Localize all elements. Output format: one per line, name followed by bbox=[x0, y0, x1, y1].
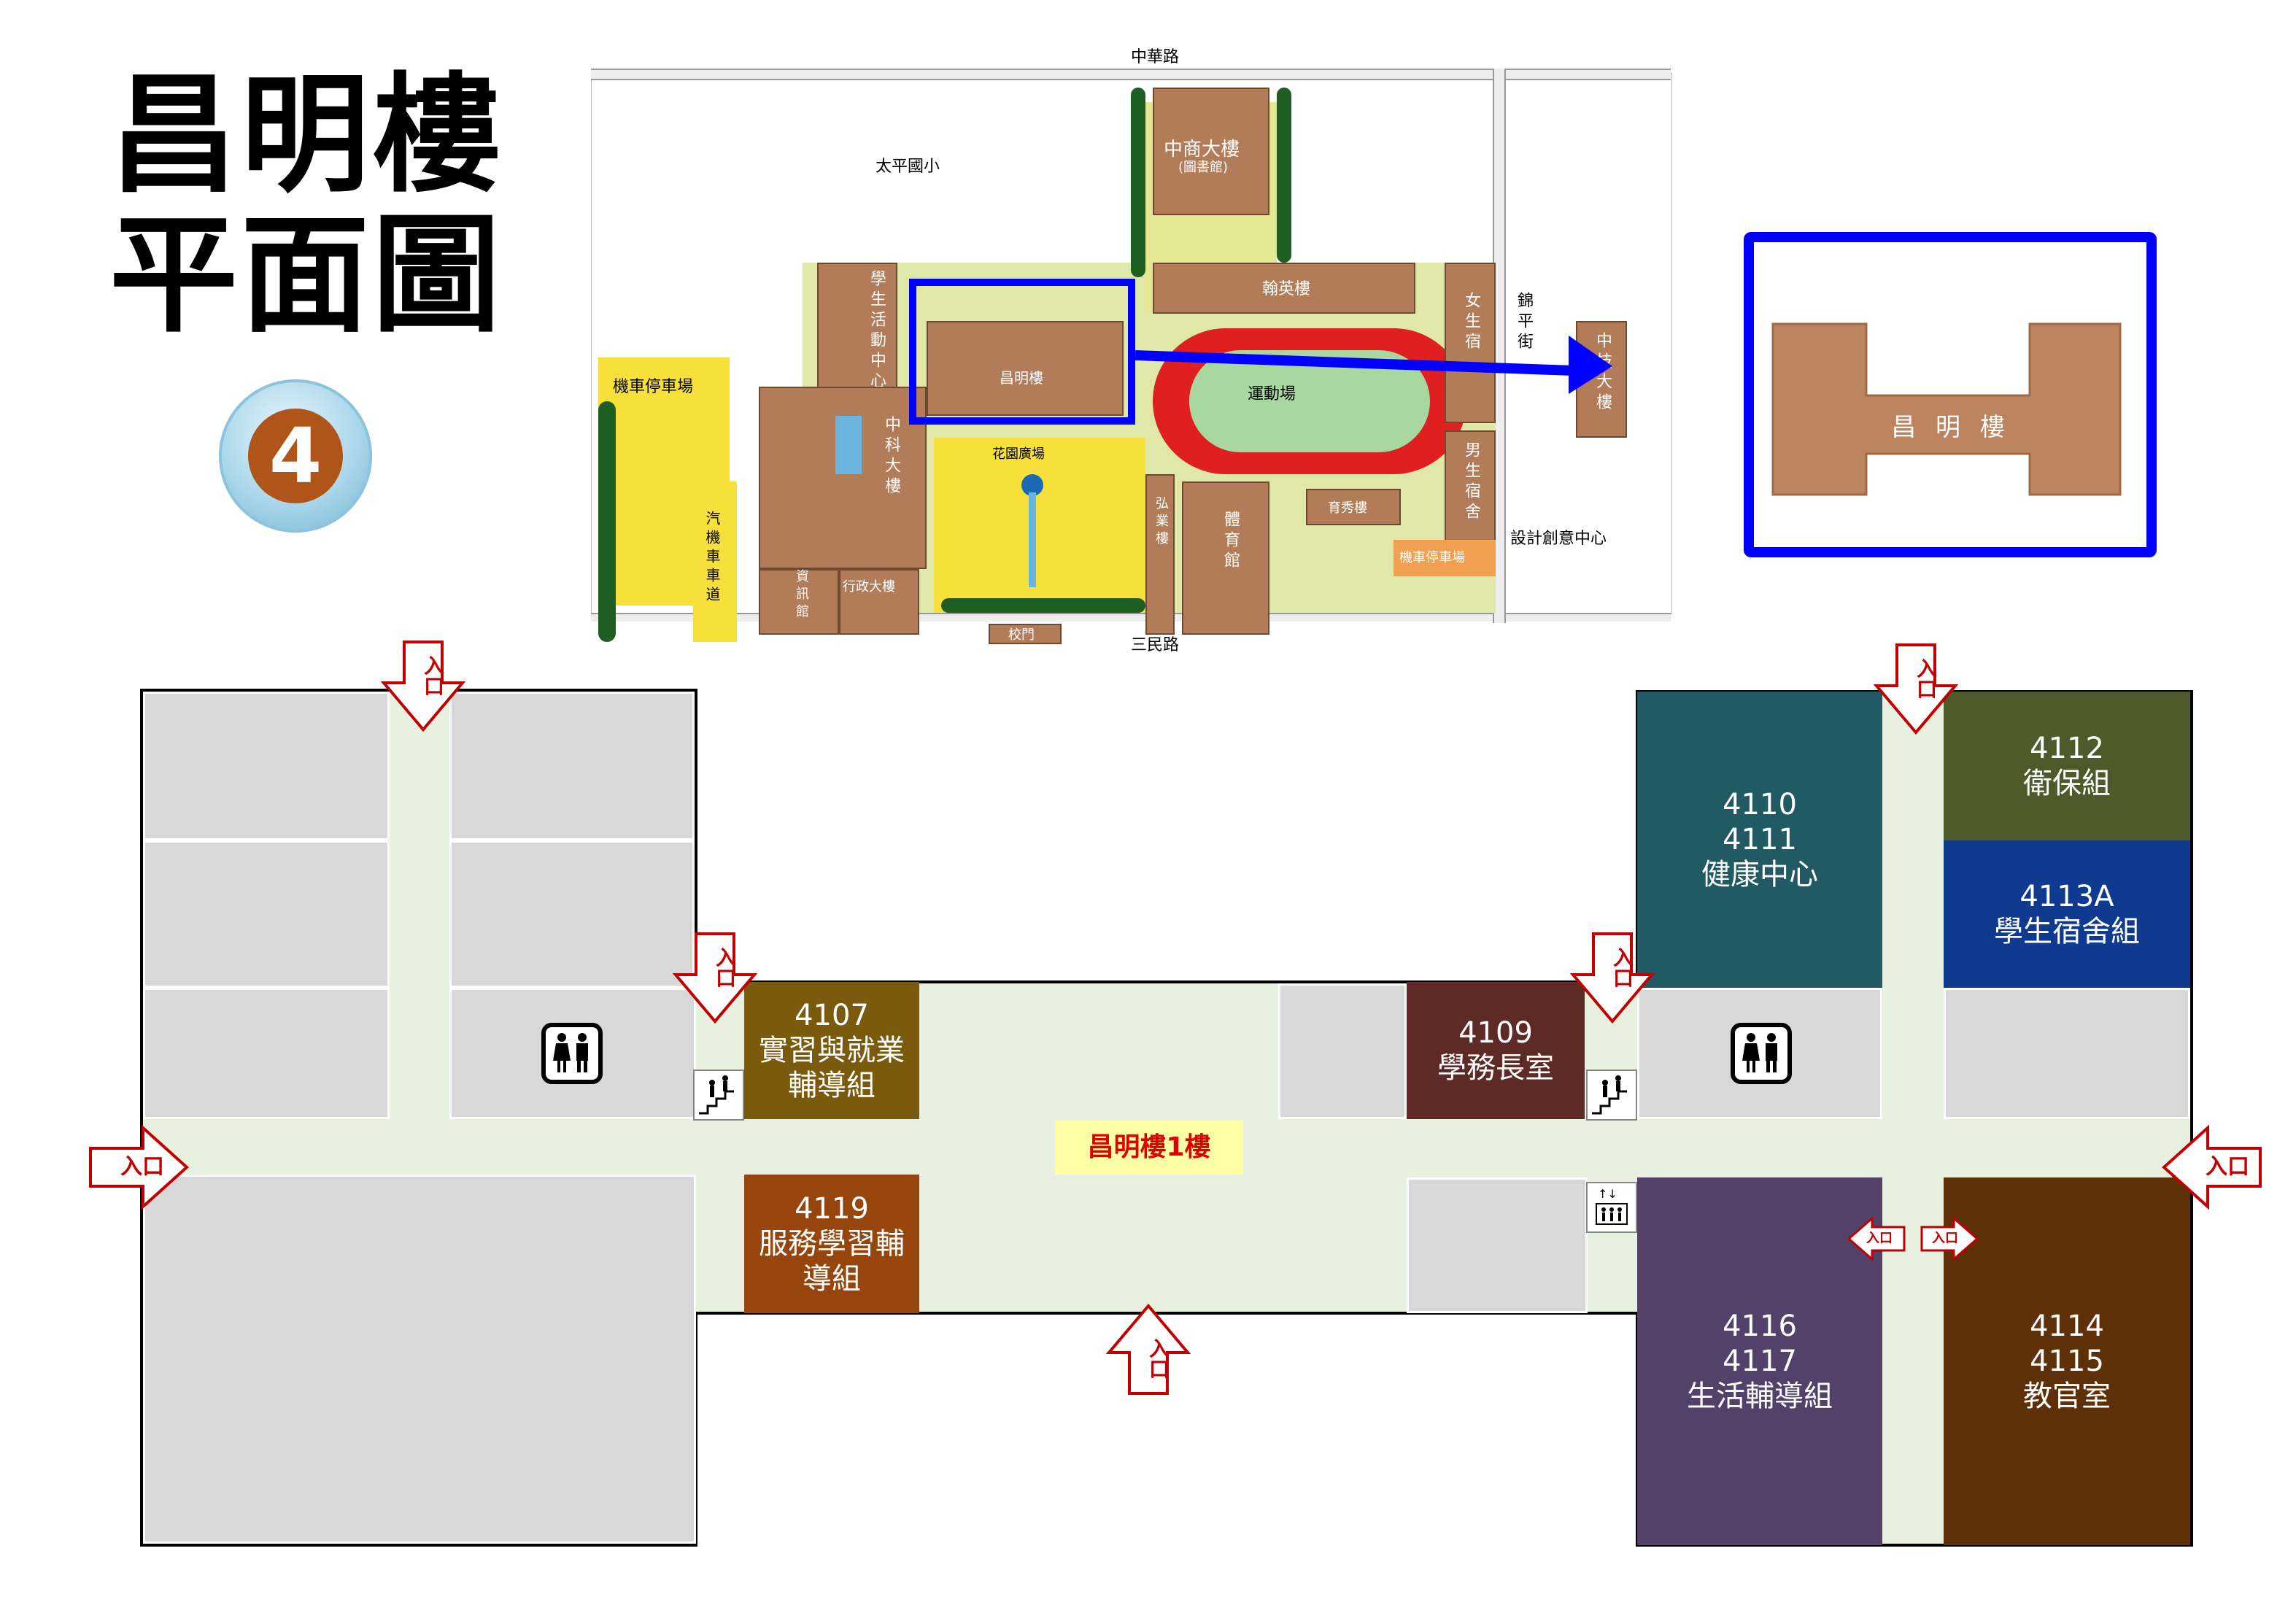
room-name: 學務長室 bbox=[1437, 1051, 1554, 1085]
entrance-label: 入口 bbox=[1914, 658, 1938, 699]
restroom-icon bbox=[541, 1023, 603, 1084]
room-name: 衛保組 bbox=[2023, 767, 2111, 800]
room-block bbox=[1944, 988, 2190, 1119]
room-4119: 4119 服務學習輔 導組 bbox=[744, 1175, 919, 1313]
room-number: 4113A bbox=[2019, 880, 2114, 913]
room-number: 4117 bbox=[1723, 1345, 1797, 1378]
map-building-student-activity bbox=[817, 263, 897, 409]
entrance-arrow-right-icon bbox=[89, 1124, 189, 1210]
map-building-gym bbox=[1182, 481, 1269, 635]
map-highlight-box bbox=[909, 279, 1135, 425]
map-road-bottom: 三民路 bbox=[1131, 636, 1180, 654]
entrance-label: 入口 bbox=[120, 1154, 164, 1180]
elevator-icon: ↑↓ bbox=[1586, 1182, 1637, 1233]
entrance-arrow-down-icon bbox=[380, 641, 466, 732]
room-name: 學生宿舍組 bbox=[1994, 915, 2140, 948]
zoom-building-label: 昌 明 樓 bbox=[1891, 413, 2011, 442]
floor-label: 昌明樓1樓 bbox=[1055, 1121, 1243, 1175]
room-block bbox=[449, 692, 695, 840]
entrance-label: 入口 bbox=[1866, 1231, 1893, 1246]
map-garden-plaza bbox=[934, 438, 1145, 613]
map-building-hanying bbox=[1153, 263, 1415, 314]
room-number: 4116 bbox=[1723, 1310, 1797, 1343]
room-number: 4115 bbox=[2030, 1345, 2104, 1378]
room-4116-4117: 4116 4117 生活輔導組 bbox=[1637, 1177, 1882, 1545]
entrance-label: 入口 bbox=[421, 655, 445, 696]
map-building-yuxiu bbox=[1306, 489, 1401, 525]
entrance-label: 入口 bbox=[1932, 1231, 1958, 1246]
building-number-badge: 4 bbox=[219, 379, 372, 533]
entrance-label: 入口 bbox=[713, 947, 737, 988]
map-gate bbox=[989, 624, 1062, 644]
map-building-changming bbox=[927, 321, 1124, 416]
entrance-arrow-down-icon bbox=[1569, 932, 1655, 1024]
room-number: 4107 bbox=[795, 999, 869, 1032]
map-building-info-hall bbox=[759, 569, 839, 635]
map-building-admin bbox=[839, 569, 919, 635]
room-number: 4111 bbox=[1723, 823, 1797, 856]
map-label-moto-parking: 機車停車場 bbox=[613, 378, 694, 396]
room-4110-4111: 4110 4111 健康中心 bbox=[1637, 692, 1882, 988]
zoom-inset: 昌 明 樓 bbox=[1744, 232, 2157, 557]
map-label-taiping: 太平國小 bbox=[876, 158, 940, 176]
map-road-top: 中華路 bbox=[1131, 48, 1180, 66]
room-block bbox=[143, 988, 390, 1119]
entrance-label: 入口 bbox=[1146, 1338, 1170, 1379]
entrance-label: 入口 bbox=[2206, 1154, 2249, 1180]
room-number: 4114 bbox=[2030, 1310, 2104, 1343]
svg-text:↑↓: ↑↓ bbox=[1598, 1187, 1617, 1201]
room-block bbox=[143, 692, 390, 840]
room-name: 導組 bbox=[803, 1262, 861, 1296]
room-block bbox=[1407, 1177, 1588, 1313]
map-building-zhongshang bbox=[1153, 88, 1269, 215]
stairs-icon bbox=[1586, 1069, 1637, 1121]
room-name: 實習與就業 bbox=[759, 1034, 905, 1067]
building-number: 4 bbox=[248, 409, 343, 503]
room-name: 健康中心 bbox=[1701, 858, 1818, 891]
map-label-design-center: 設計創意中心 bbox=[1510, 530, 1607, 548]
room-4113a: 4113A 學生宿舍組 bbox=[1944, 840, 2190, 988]
entrance-arrow-left-icon bbox=[2162, 1124, 2262, 1210]
title-line-1: 昌明樓 bbox=[109, 61, 504, 210]
entrance-arrow-up-icon bbox=[1105, 1303, 1191, 1395]
room-number: 4112 bbox=[2030, 732, 2104, 765]
room-4107: 4107 實習與就業 輔導組 bbox=[744, 982, 919, 1119]
zoom-building-shape bbox=[1771, 322, 2122, 496]
room-number: 4109 bbox=[1458, 1016, 1533, 1050]
restroom-icon bbox=[1731, 1023, 1792, 1084]
room-block bbox=[1278, 983, 1407, 1119]
map-zoom-arrowhead bbox=[1569, 336, 1612, 394]
room-name: 輔導組 bbox=[788, 1069, 876, 1102]
map-road-right: 錦平街 bbox=[1515, 292, 1533, 353]
room-block bbox=[449, 840, 695, 988]
room-block bbox=[143, 1175, 696, 1544]
entrance-arrow-down-icon bbox=[672, 932, 758, 1024]
room-4114-4115: 4114 4115 教官室 bbox=[1944, 1177, 2190, 1545]
room-name: 服務學習輔 bbox=[759, 1227, 905, 1261]
map-moto-parking2 bbox=[1394, 540, 1496, 576]
room-number: 4119 bbox=[795, 1192, 869, 1226]
entrance-arrow-right-icon bbox=[1920, 1215, 1979, 1262]
entrance-arrow-down-icon bbox=[1873, 643, 1959, 735]
stairs-icon bbox=[693, 1069, 744, 1121]
map-building-hongye bbox=[1145, 474, 1175, 635]
room-4112: 4112 衛保組 bbox=[1944, 692, 2190, 840]
map-car-lane bbox=[693, 481, 737, 642]
room-4109: 4109 學務長室 bbox=[1407, 982, 1585, 1119]
map-building-female-dorm bbox=[1445, 263, 1496, 423]
room-block bbox=[143, 840, 390, 988]
room-name: 生活輔導組 bbox=[1687, 1380, 1833, 1413]
entrance-label: 入口 bbox=[1610, 947, 1634, 988]
room-name: 教官室 bbox=[2023, 1380, 2111, 1413]
entrance-arrow-left-icon bbox=[1847, 1215, 1906, 1262]
room-number: 4110 bbox=[1723, 788, 1797, 821]
title-line-2: 平面圖 bbox=[109, 201, 504, 350]
campus-map: 中商大樓 (圖書館) 翰英樓 學生活動中心 昌明樓 運動場 女生宿 男生宿舍 中… bbox=[591, 44, 1678, 657]
